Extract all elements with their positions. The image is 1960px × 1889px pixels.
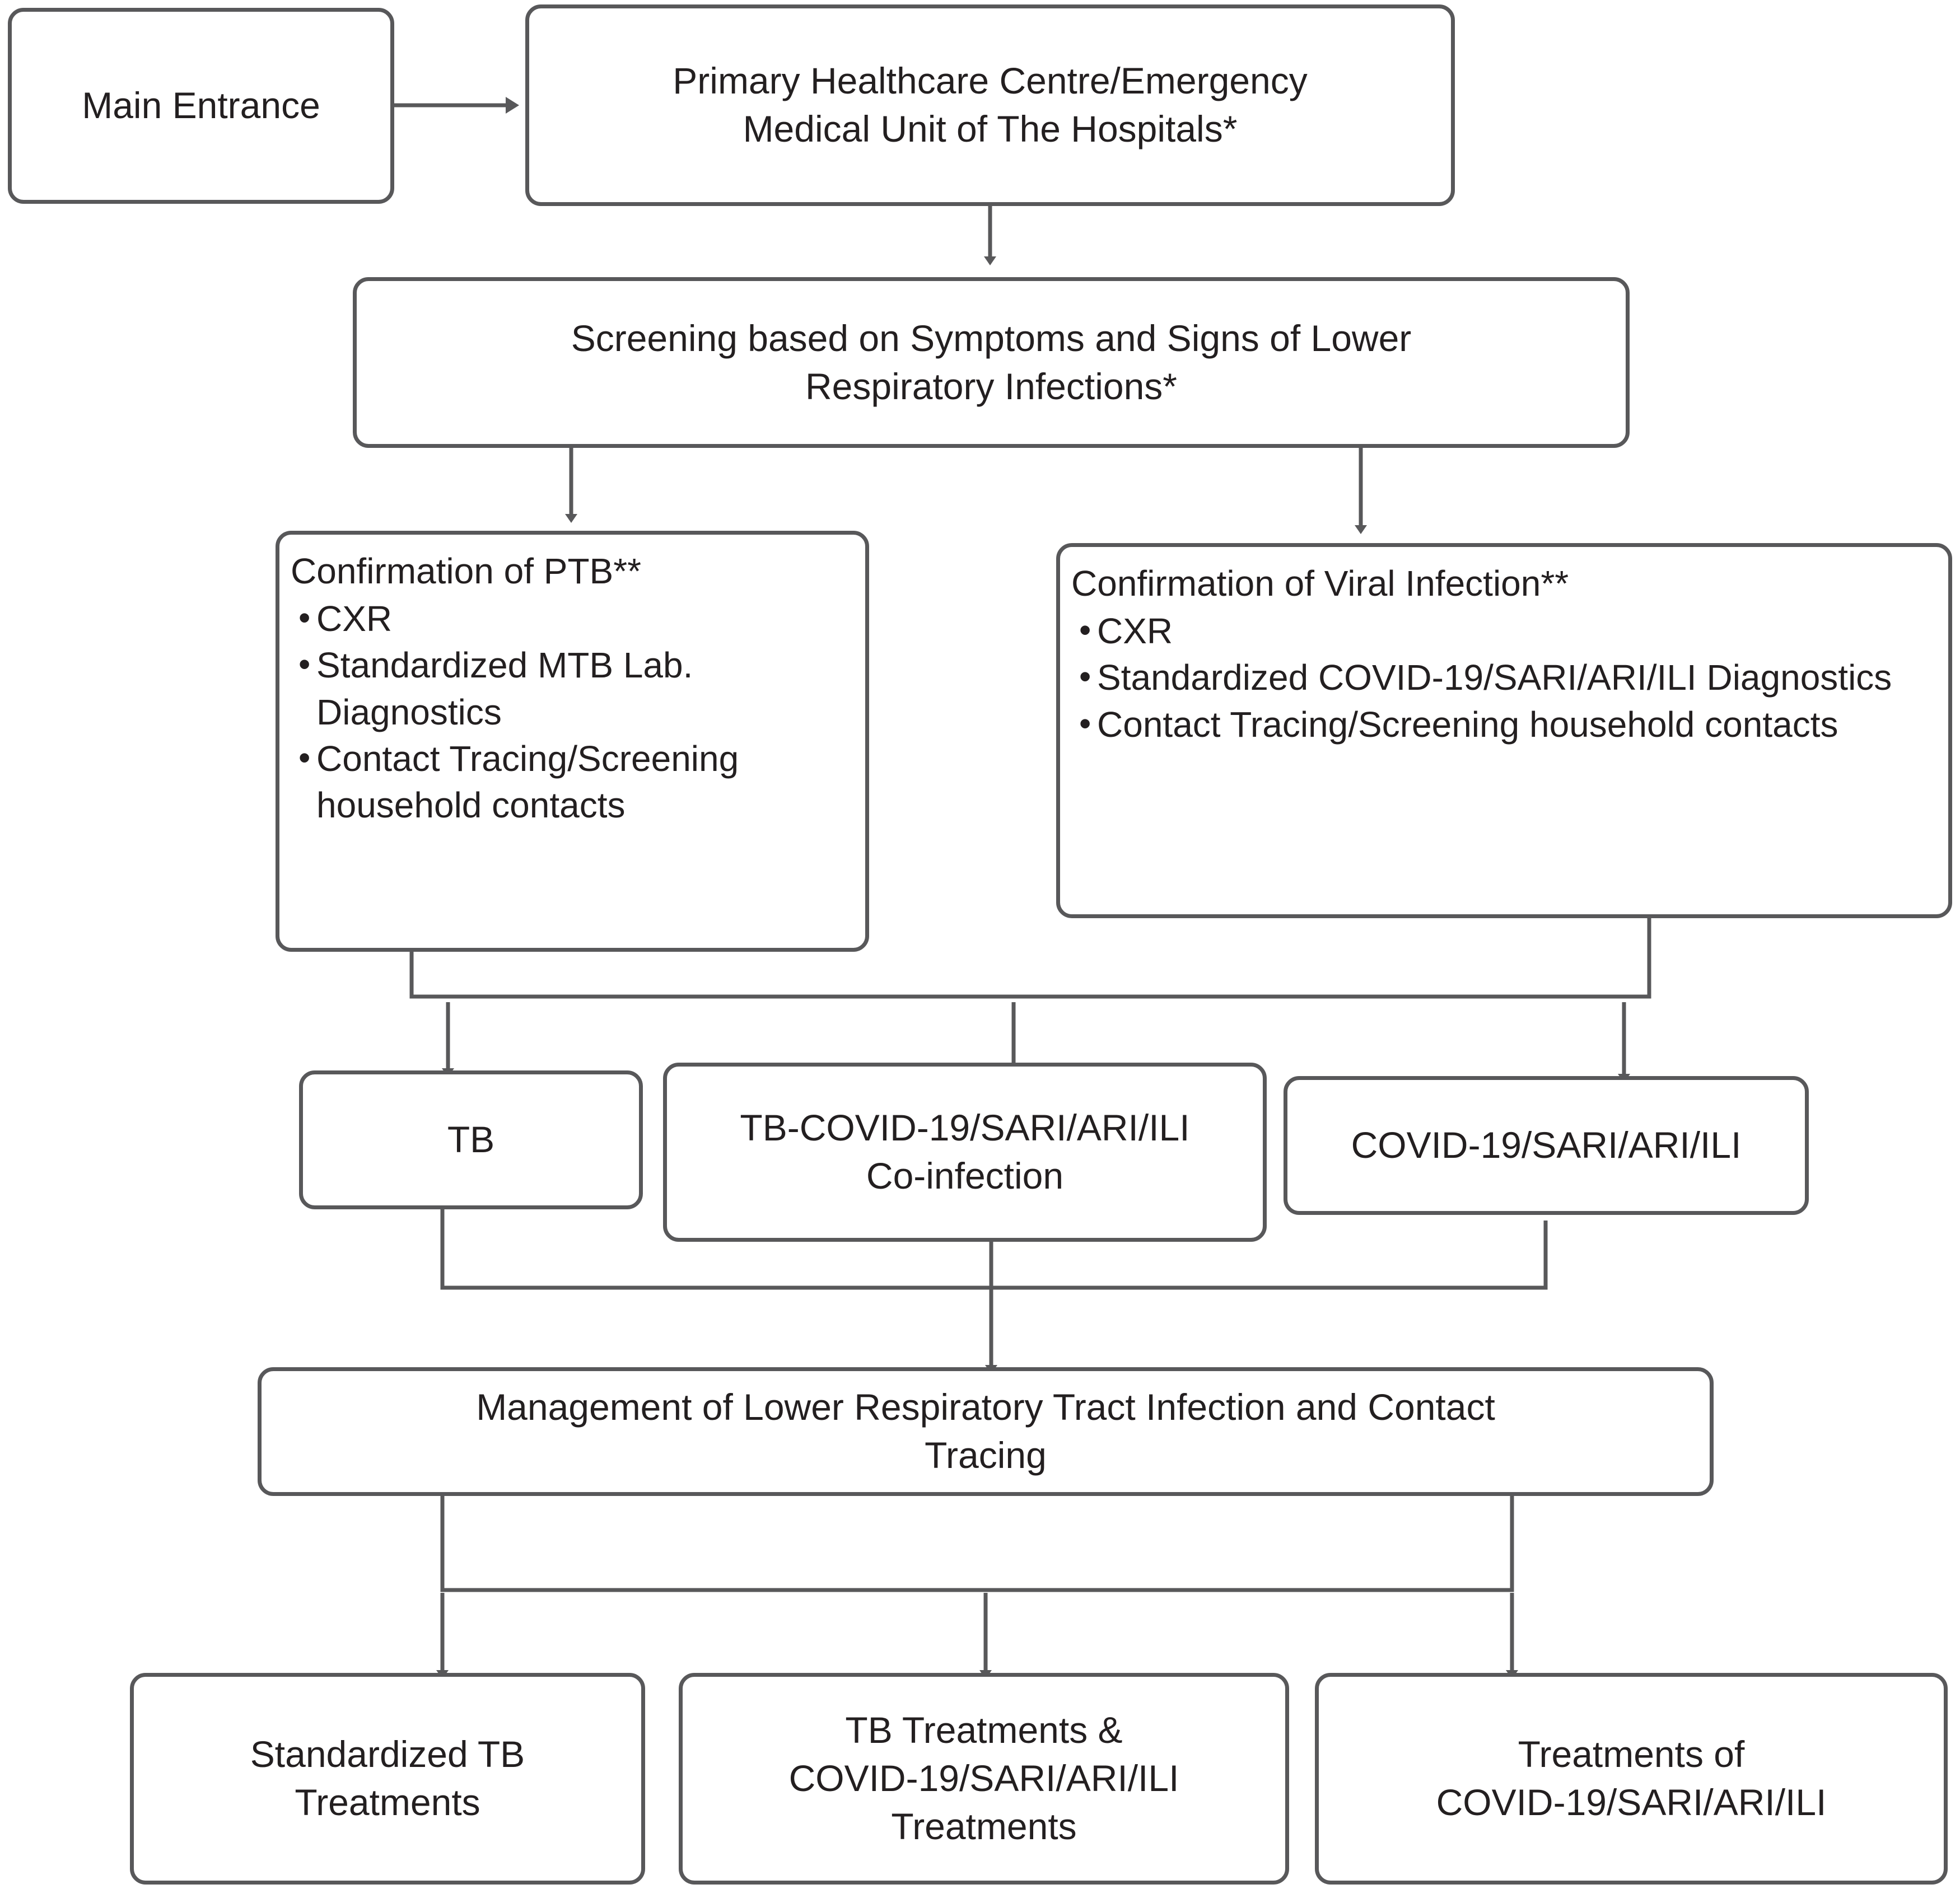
node-treat-both-label: TB Treatments & COVID-19/SARI/ARI/ILI Tr… (788, 1709, 1179, 1847)
node-treat-tb[interactable]: Standardized TB Treatments (130, 1673, 645, 1885)
node-confirm-ptb-bullets: CXR Standardized MTB Lab. Diagnostics Co… (291, 596, 854, 829)
node-screening[interactable]: Screening based on Symptoms and Signs of… (353, 277, 1630, 448)
node-primary-healthcare[interactable]: Primary Healthcare Centre/Emergency Medi… (525, 4, 1455, 206)
node-confirm-viral-bullets: CXR Standardized COVID-19/SARI/ARI/ILI D… (1071, 608, 1937, 748)
node-tb-label: TB (447, 1119, 495, 1161)
node-treat-covid-label: Treatments of COVID-19/SARI/ARI/ILI (1436, 1733, 1827, 1823)
node-covid[interactable]: COVID-19/SARI/ARI/ILI (1284, 1076, 1809, 1215)
node-management[interactable]: Management of Lower Respiratory Tract In… (258, 1367, 1714, 1496)
node-confirm-ptb-heading: Confirmation of PTB** (291, 551, 642, 591)
list-item: Standardized COVID-19/SARI/ARI/ILI Diagn… (1071, 654, 1937, 701)
node-covid-label: COVID-19/SARI/ARI/ILI (1351, 1124, 1742, 1166)
edge-management-busbar (440, 1495, 1514, 1592)
node-treat-covid[interactable]: Treatments of COVID-19/SARI/ARI/ILI (1315, 1673, 1948, 1885)
list-item: Standardized MTB Lab. Diagnostics (291, 642, 854, 735)
node-coinfection-label: TB-COVID-19/SARI/ARI/ILI Co-infection (740, 1107, 1190, 1196)
list-item: CXR (1071, 608, 1937, 654)
node-confirm-viral[interactable]: Confirmation of Viral Infection** CXR St… (1056, 543, 1952, 918)
node-screening-label: Screening based on Symptoms and Signs of… (571, 317, 1412, 407)
node-management-label: Management of Lower Respiratory Tract In… (476, 1386, 1495, 1476)
list-item: Contact Tracing/Screening household cont… (291, 736, 854, 829)
list-item: Contact Tracing/Screening household cont… (1071, 702, 1937, 748)
node-confirm-viral-heading: Confirmation of Viral Infection** (1071, 563, 1569, 604)
node-treat-tb-label: Standardized TB Treatments (250, 1733, 525, 1823)
node-main-entrance[interactable]: Main Entrance (8, 8, 394, 204)
node-coinfection[interactable]: TB-COVID-19/SARI/ARI/ILI Co-infection (663, 1063, 1267, 1242)
node-tb[interactable]: TB (299, 1070, 643, 1209)
node-treat-both[interactable]: TB Treatments & COVID-19/SARI/ARI/ILI Tr… (679, 1673, 1289, 1885)
node-primary-healthcare-label: Primary Healthcare Centre/Emergency Medi… (673, 60, 1308, 149)
node-confirm-ptb[interactable]: Confirmation of PTB** CXR Standardized M… (276, 531, 869, 952)
list-item: CXR (291, 596, 854, 642)
node-main-entrance-label: Main Entrance (82, 85, 320, 127)
